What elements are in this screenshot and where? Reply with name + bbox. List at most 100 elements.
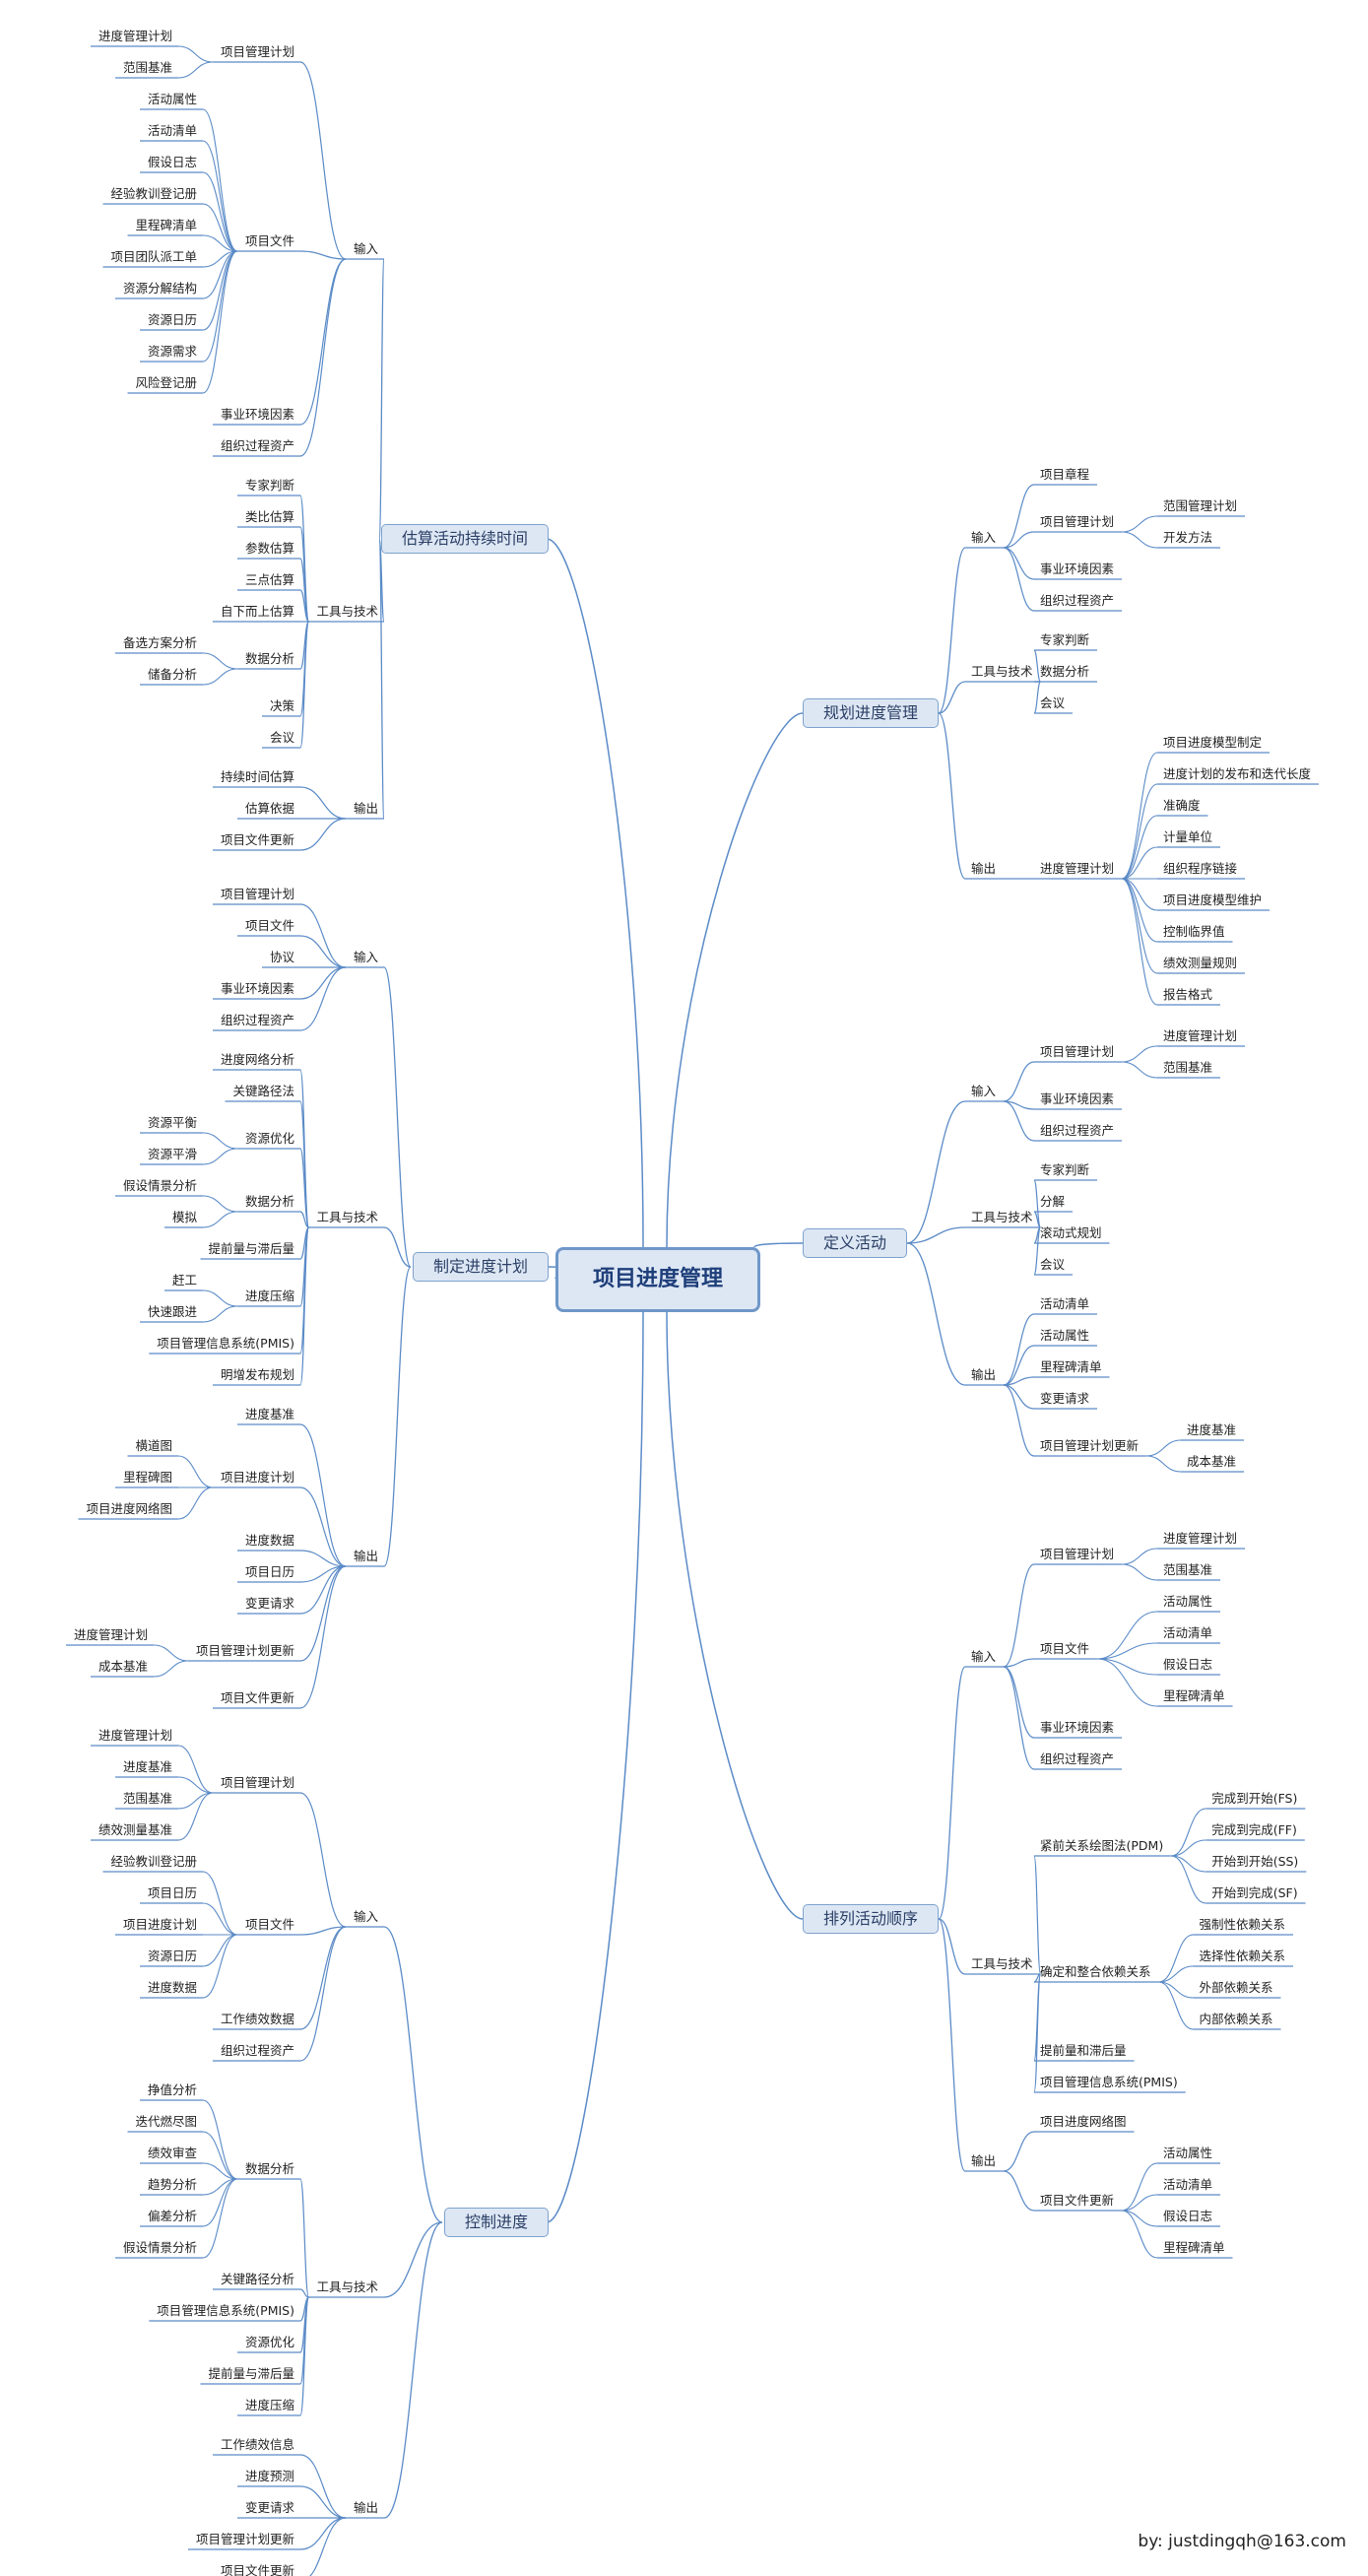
leaf-left-2-1-0-4[interactable]: 偏差分析 [147,2209,197,2223]
item-left-0-0-2[interactable]: 事业环境因素 [220,407,294,422]
leaf-right-2-1-0-1[interactable]: 完成到完成(FF) [1211,1822,1297,1837]
item-left-2-1-2[interactable]: 项目管理信息系统(PMIS) [157,2303,294,2318]
leaf-left-0-0-1-8[interactable]: 资源需求 [147,344,197,359]
leaf-left-0-0-0-0[interactable]: 进度管理计划 [98,29,172,43]
leaf-right-1-2-4-1[interactable]: 成本基准 [1187,1454,1237,1469]
item-left-2-2-2[interactable]: 变更请求 [244,2500,294,2515]
item-left-0-1-7[interactable]: 会议 [269,730,294,745]
leaf-left-2-0-1-1[interactable]: 项目日历 [147,1885,197,1900]
leaf-right-2-2-1-3[interactable]: 里程碑清单 [1163,2240,1225,2255]
leaf-right-2-2-1-1[interactable]: 活动清单 [1163,2177,1213,2192]
item-left-0-2-1[interactable]: 估算依据 [244,801,294,816]
leaf-right-2-2-1-0[interactable]: 活动属性 [1163,2146,1213,2160]
item-right-2-0-0[interactable]: 项目管理计划 [1040,1547,1115,1561]
leaf-right-2-1-0-3[interactable]: 开始到完成(SF) [1211,1885,1298,1900]
item-left-0-0-1[interactable]: 项目文件 [244,233,294,248]
item-right-2-1-0[interactable]: 紧前关系绘图法(PDM) [1040,1838,1164,1853]
group-right-2-1[interactable]: 工具与技术 [971,1956,1033,1971]
item-right-1-2-1[interactable]: 活动属性 [1040,1328,1090,1343]
leaf-right-2-0-1-1[interactable]: 活动清单 [1163,1625,1213,1640]
item-right-2-0-2[interactable]: 事业环境因素 [1040,1720,1115,1735]
leaf-left-1-1-5-1[interactable]: 快速跟进 [147,1304,197,1319]
branch-topic-left-2[interactable]: 控制进度 [443,2208,549,2237]
group-right-1-2[interactable]: 输出 [971,1367,997,1382]
item-left-1-1-2[interactable]: 资源优化 [244,1131,294,1146]
leaf-right-2-1-1-1[interactable]: 选择性依赖关系 [1199,1949,1286,1963]
group-left-0-2[interactable]: 输出 [353,801,378,816]
item-left-1-1-3[interactable]: 数据分析 [244,1194,294,1209]
leaf-left-0-0-1-4[interactable]: 里程碑清单 [135,218,197,232]
leaf-right-2-0-1-2[interactable]: 假设日志 [1163,1657,1213,1672]
leaf-left-2-0-1-4[interactable]: 进度数据 [147,1980,197,1995]
leaf-right-0-2-0-6[interactable]: 控制临界值 [1163,924,1225,939]
leaf-left-1-1-3-0[interactable]: 假设情景分析 [122,1178,197,1193]
leaf-right-2-1-0-2[interactable]: 开始到开始(SS) [1211,1854,1299,1869]
item-right-1-2-2[interactable]: 里程碑清单 [1040,1359,1102,1374]
group-left-1-2[interactable]: 输出 [353,1549,378,1563]
item-right-1-2-0[interactable]: 活动清单 [1040,1296,1090,1311]
group-right-2-0[interactable]: 输入 [971,1649,997,1664]
leaf-left-0-1-5-1[interactable]: 储备分析 [147,667,197,682]
leaf-left-2-0-0-3[interactable]: 绩效测量基准 [98,1822,172,1837]
leaf-right-0-0-1-0[interactable]: 范围管理计划 [1163,498,1238,513]
group-right-1-0[interactable]: 输入 [971,1084,997,1098]
item-left-1-2-6[interactable]: 项目文件更新 [220,1690,294,1705]
item-left-2-2-3[interactable]: 项目管理计划更新 [195,2532,294,2546]
item-left-0-1-3[interactable]: 三点估算 [244,572,294,587]
item-left-1-0-3[interactable]: 事业环境因素 [220,981,294,996]
leaf-left-0-1-5-0[interactable]: 备选方案分析 [122,635,197,650]
item-left-2-1-3[interactable]: 资源优化 [244,2335,294,2349]
item-right-0-1-1[interactable]: 数据分析 [1040,664,1090,679]
item-left-1-1-5[interactable]: 进度压缩 [244,1288,294,1303]
leaf-right-1-0-0-0[interactable]: 进度管理计划 [1163,1028,1238,1043]
leaf-left-2-0-0-1[interactable]: 进度基准 [122,1759,172,1774]
leaf-right-2-2-1-2[interactable]: 假设日志 [1163,2209,1213,2223]
item-right-1-2-3[interactable]: 变更请求 [1040,1391,1090,1406]
leaf-right-2-0-1-3[interactable]: 里程碑清单 [1163,1688,1225,1703]
leaf-left-0-0-1-3[interactable]: 经验教训登记册 [110,186,197,201]
group-right-0-2[interactable]: 输出 [971,861,997,876]
item-left-1-2-5[interactable]: 项目管理计划更新 [195,1643,294,1658]
item-right-2-1-3[interactable]: 项目管理信息系统(PMIS) [1040,2075,1178,2089]
group-left-2-1[interactable]: 工具与技术 [316,2279,378,2294]
item-left-2-2-0[interactable]: 工作绩效信息 [220,2437,294,2452]
leaf-left-2-0-0-2[interactable]: 范围基准 [122,1791,172,1806]
item-left-0-0-0[interactable]: 项目管理计划 [220,44,294,59]
item-left-1-1-7[interactable]: 明增发布规划 [220,1367,294,1382]
item-left-1-2-1[interactable]: 项目进度计划 [220,1470,294,1485]
item-right-0-0-1[interactable]: 项目管理计划 [1040,514,1115,529]
item-left-1-2-4[interactable]: 变更请求 [244,1596,294,1611]
item-left-1-2-0[interactable]: 进度基准 [244,1407,294,1421]
item-left-2-1-5[interactable]: 进度压缩 [244,2398,294,2412]
leaf-right-0-0-1-1[interactable]: 开发方法 [1163,530,1213,545]
leaf-right-2-1-1-3[interactable]: 内部依赖关系 [1199,2012,1273,2026]
item-right-1-0-2[interactable]: 组织过程资产 [1040,1123,1115,1138]
item-left-0-1-4[interactable]: 自下而上估算 [220,604,294,619]
item-right-0-1-2[interactable]: 会议 [1040,695,1066,710]
leaf-right-0-2-0-1[interactable]: 进度计划的发布和迭代长度 [1163,766,1312,781]
item-right-2-0-1[interactable]: 项目文件 [1040,1641,1090,1656]
leaf-left-1-2-1-0[interactable]: 横道图 [135,1438,172,1453]
leaf-left-0-0-1-5[interactable]: 项目团队派工单 [110,249,197,264]
leaf-right-1-0-0-1[interactable]: 范围基准 [1163,1060,1213,1075]
item-right-2-1-2[interactable]: 提前量和滞后量 [1040,2043,1127,2058]
leaf-left-0-0-1-0[interactable]: 活动属性 [147,92,197,106]
leaf-left-1-1-5-0[interactable]: 赶工 [171,1273,197,1288]
item-left-2-0-2[interactable]: 工作绩效数据 [220,2012,294,2026]
leaf-left-2-0-1-2[interactable]: 项目进度计划 [122,1917,197,1932]
item-left-0-1-6[interactable]: 决策 [269,698,294,713]
leaf-right-0-2-0-5[interactable]: 项目进度模型维护 [1163,892,1263,907]
leaf-left-2-1-0-1[interactable]: 迭代燃尽图 [135,2114,197,2129]
group-left-0-1[interactable]: 工具与技术 [316,604,378,619]
item-left-0-2-2[interactable]: 项目文件更新 [220,832,294,847]
item-left-2-1-0[interactable]: 数据分析 [244,2161,294,2176]
item-right-1-0-1[interactable]: 事业环境因素 [1040,1091,1115,1106]
item-left-1-0-1[interactable]: 项目文件 [244,918,294,933]
leaf-left-2-0-0-0[interactable]: 进度管理计划 [98,1728,172,1743]
item-right-1-1-3[interactable]: 会议 [1040,1257,1066,1272]
branch-topic-right-0[interactable]: 规划进度管理 [803,698,939,728]
branch-topic-right-1[interactable]: 定义活动 [803,1228,907,1258]
leaf-right-0-2-0-0[interactable]: 项目进度模型制定 [1163,735,1263,750]
root-topic[interactable]: 项目进度管理 [554,1247,760,1312]
leaf-right-0-2-0-3[interactable]: 计量单位 [1163,829,1213,844]
